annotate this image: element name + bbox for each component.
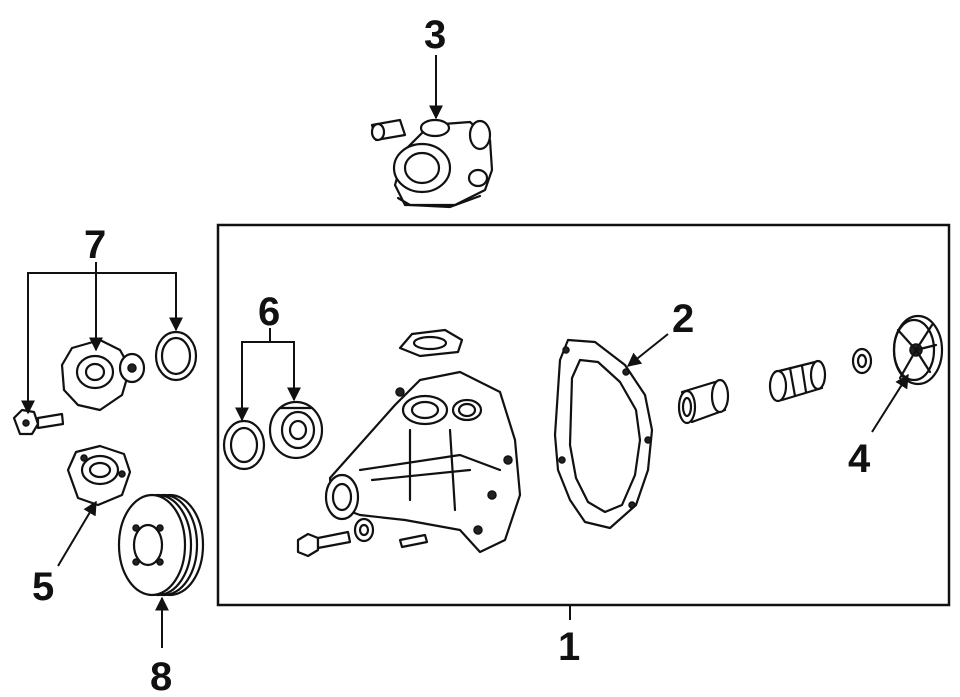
- callout-7: 7: [84, 223, 106, 267]
- callout-2: 2: [672, 297, 694, 341]
- leader-6-bracket-left: [235, 341, 270, 422]
- leader-7-bracket-right: [96, 272, 183, 332]
- o-ring-7[interactable]: [154, 330, 198, 382]
- pump-bolt[interactable]: [296, 530, 352, 558]
- thermostat-housing[interactable]: [370, 118, 494, 209]
- pump-dowel[interactable]: [398, 533, 429, 549]
- callout-6: 6: [258, 290, 280, 334]
- callout-1: 1: [558, 625, 580, 669]
- callout-3: 3: [424, 13, 446, 57]
- pulley-8[interactable]: [117, 493, 205, 597]
- elbow-fitting-5[interactable]: [66, 444, 132, 507]
- leader-2: [626, 333, 669, 367]
- thermostat-6[interactable]: [268, 400, 324, 460]
- leader-5: [57, 500, 97, 567]
- leader-7-bracket-left: [21, 272, 96, 415]
- callout-5: 5: [32, 565, 54, 609]
- outlet-housing-7[interactable]: [60, 338, 146, 412]
- seal-sleeve[interactable]: [677, 378, 730, 425]
- pump-gasket-small[interactable]: [398, 328, 464, 358]
- bolt-7[interactable]: [12, 408, 65, 436]
- impeller-4[interactable]: [892, 314, 944, 386]
- callout-4: 4: [848, 437, 871, 481]
- pump-washer[interactable]: [353, 517, 375, 543]
- bearing-sleeve[interactable]: [768, 359, 827, 403]
- assembly-box: [216, 223, 951, 607]
- leader-6-bracket-right: [270, 341, 301, 402]
- seal-ring[interactable]: [851, 347, 873, 375]
- o-ring-6[interactable]: [222, 419, 266, 471]
- pump-gasket-2[interactable]: [553, 338, 654, 530]
- water-pump-body[interactable]: [324, 370, 522, 554]
- leader-4: [871, 373, 909, 433]
- callout-8: 8: [150, 655, 172, 697]
